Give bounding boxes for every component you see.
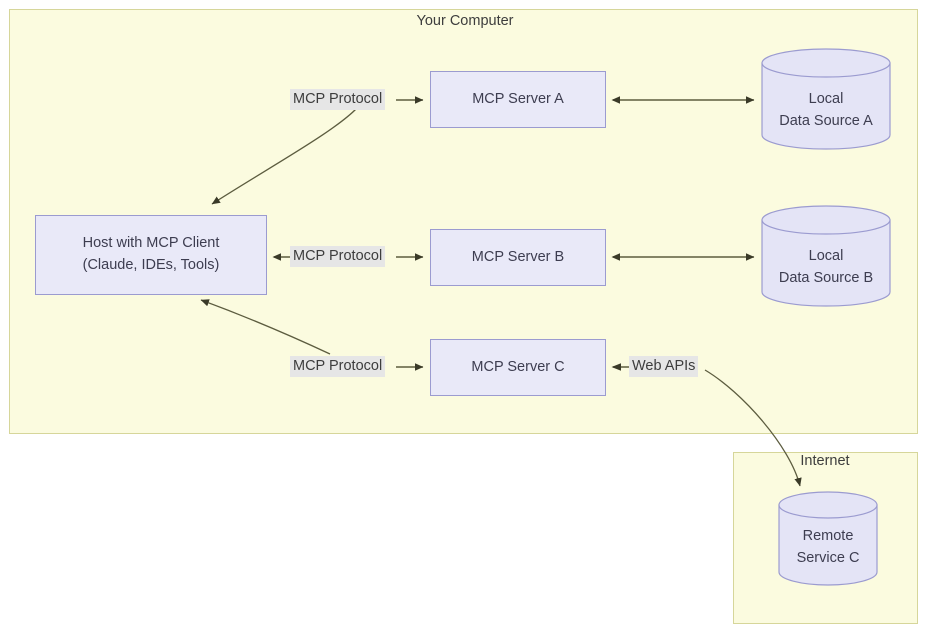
edge-label-web-apis: Web APIs xyxy=(629,356,699,378)
node-mcp-server-b-label: MCP Server B xyxy=(471,248,565,265)
region-your-computer-title: Your Computer xyxy=(416,13,514,29)
node-mcp-server-a-label: MCP Server A xyxy=(472,90,564,107)
node-host-with-mcp-client[interactable]: Host with MCP Client (Claude, IDEs, Tool… xyxy=(35,215,267,295)
cylinder-shape-c xyxy=(778,491,878,586)
datastore-local-data-source-a[interactable]: Local Data Source A xyxy=(761,48,891,150)
node-mcp-server-c-label: MCP Server C xyxy=(471,358,565,375)
datastore-remote-service-c[interactable]: Remote Service C xyxy=(778,491,878,586)
cylinder-shape-a xyxy=(761,48,891,150)
cylinder-shape-b xyxy=(761,205,891,307)
node-mcp-server-c[interactable]: MCP Server C xyxy=(430,339,606,396)
node-mcp-server-a[interactable]: MCP Server A xyxy=(430,71,606,128)
node-host-line-2: (Claude, IDEs, Tools) xyxy=(82,257,220,273)
node-mcp-server-b[interactable]: MCP Server B xyxy=(430,229,606,286)
node-host-line-1: Host with MCP Client xyxy=(82,235,220,252)
edge-label-mcp-protocol-a: MCP Protocol xyxy=(290,89,386,111)
datastore-local-data-source-b[interactable]: Local Data Source B xyxy=(761,205,891,307)
edge-label-mcp-protocol-b: MCP Protocol xyxy=(290,246,386,268)
edge-label-mcp-protocol-c: MCP Protocol xyxy=(290,356,386,378)
region-internet-title: Internet xyxy=(800,453,850,469)
